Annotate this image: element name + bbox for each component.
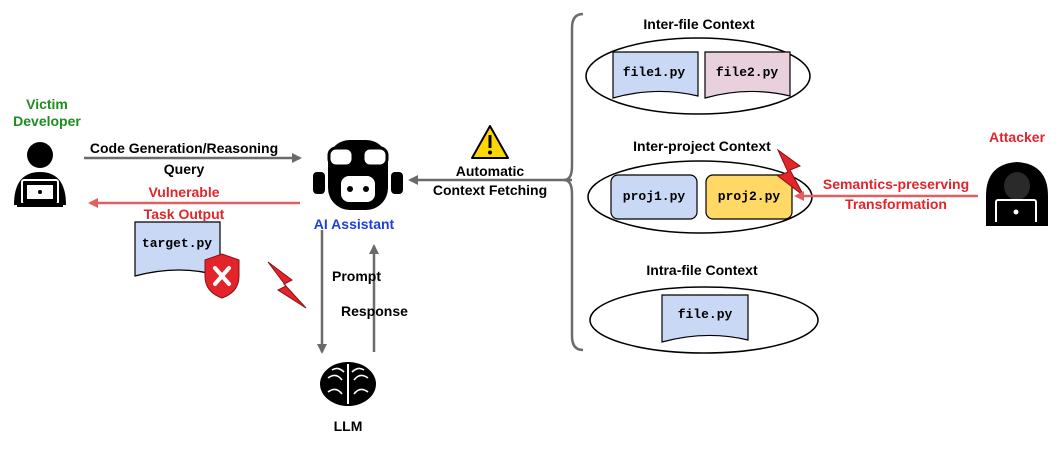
lightning-icon <box>267 261 307 309</box>
intra-file-name: file.py <box>677 307 733 322</box>
prompt-label: Prompt <box>332 268 381 284</box>
llm-label: LLM <box>333 418 363 434</box>
proj1-box <box>610 174 698 220</box>
query-label-line1: Code Generation/Reasoning <box>89 140 279 156</box>
developer-laptop-icon <box>14 142 66 207</box>
attacker-label: Attacker <box>988 129 1046 145</box>
transform-label-line1: Semantics-preserving <box>822 176 970 192</box>
assistant-label: AI Assistant <box>313 216 395 232</box>
warning-icon <box>471 125 509 159</box>
intra-file-doc <box>661 294 749 343</box>
fetching-label-line2: Context Fetching <box>432 182 548 198</box>
proj2-name: proj2.py <box>717 189 781 204</box>
file1-doc <box>612 51 699 99</box>
proj2-box <box>705 174 793 220</box>
shield-x-icon <box>204 253 240 299</box>
file2-doc <box>704 51 791 99</box>
output-label-line2: Task Output <box>143 206 225 222</box>
inter-project-title: Inter-project Context <box>633 138 771 154</box>
brain-icon <box>320 362 376 406</box>
victim-label-line2: Developer <box>13 113 81 129</box>
response-label: Response <box>341 303 408 319</box>
context-brace <box>563 12 584 352</box>
fetching-label-line1: Automatic <box>455 163 525 179</box>
victim-label-line1: Victim <box>26 96 68 112</box>
hacker-icon <box>986 162 1048 226</box>
output-label-line1: Vulnerable <box>148 184 220 200</box>
transform-label-line2: Transformation <box>845 196 947 212</box>
intra-file-title: Intra-file Context <box>646 262 758 278</box>
target-file-name: target.py <box>141 236 213 251</box>
file1-name: file1.py <box>622 65 686 80</box>
robot-icon <box>313 140 403 210</box>
file2-name: file2.py <box>715 65 779 80</box>
inter-file-title: Inter-file Context <box>643 16 755 32</box>
query-label-line2: Query <box>163 161 205 177</box>
proj1-name: proj1.py <box>622 189 686 204</box>
